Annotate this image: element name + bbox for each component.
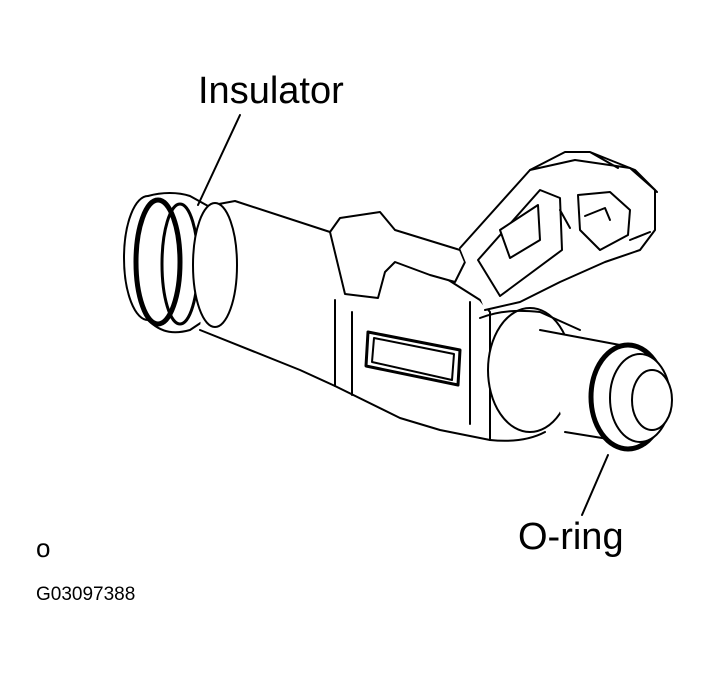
- insulator-label: Insulator: [198, 70, 344, 112]
- insulator-leader-line: [197, 114, 241, 206]
- o-ring-leader-line: [581, 454, 609, 516]
- figure-code: G03097388: [36, 584, 136, 605]
- o-ring-end: [539, 329, 673, 452]
- o-ring-label: O-ring: [518, 516, 624, 558]
- small-mark-label: o: [36, 533, 51, 563]
- body-window: [364, 330, 462, 387]
- connector-housing: [329, 151, 658, 311]
- injector-body: [192, 200, 491, 441]
